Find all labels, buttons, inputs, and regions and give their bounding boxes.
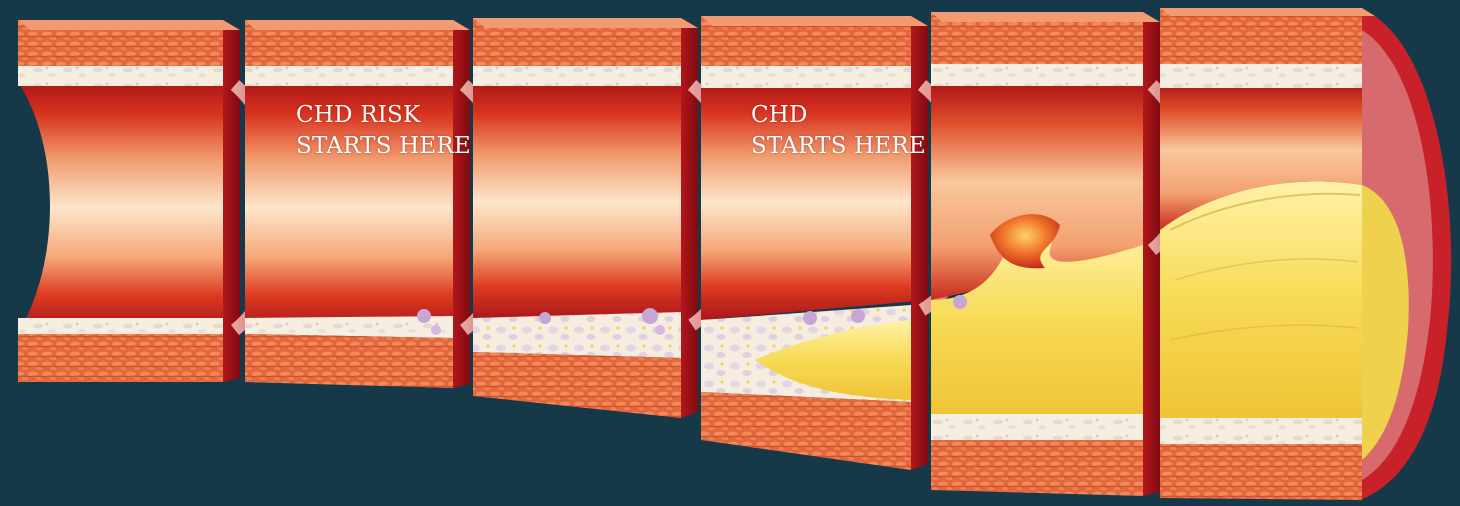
chd-risk-starts-here-label: CHD RISK STARTS HERE <box>296 100 471 162</box>
chd-risk-label-line2: STARTS HERE <box>296 131 471 162</box>
chd-label-line2: STARTS HERE <box>751 131 926 162</box>
chd-label-line1: CHD <box>751 100 926 131</box>
artery-segment-5 <box>931 12 1188 496</box>
artery-segment-1 <box>18 20 282 382</box>
chd-risk-label-line1: CHD RISK <box>296 100 471 131</box>
chd-starts-here-label: CHD STARTS HERE <box>751 100 926 162</box>
artery-segment-6 <box>1160 8 1375 500</box>
